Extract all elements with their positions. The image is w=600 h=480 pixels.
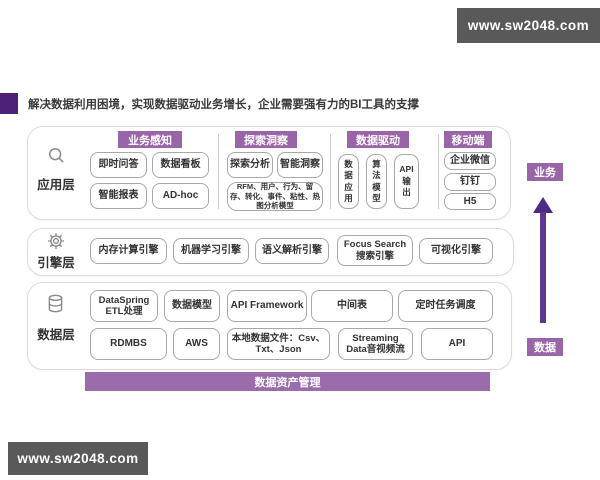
data-box-intermediate-table: 中间表 — [311, 290, 393, 322]
app-box-dingtalk: 钉钉 — [444, 173, 496, 191]
data-box-local-files: 本地数据文件：Csv、 Txt、Json — [227, 328, 330, 360]
app-box-api-output: API 输 出 — [394, 154, 419, 209]
app-box-data-dashboard: 数据看板 — [152, 152, 209, 178]
app-box-algorithm-model: 算 法 模 型 — [366, 154, 387, 209]
gear-icon — [47, 232, 65, 250]
app-box-smart-insight: 智能洞察 — [277, 152, 323, 178]
data-box-aws: AWS — [173, 328, 220, 360]
data-box-api: API — [421, 328, 493, 360]
data-box-data-model: 数据模型 — [164, 290, 220, 322]
app-box-adhoc: AD-hoc — [152, 183, 209, 209]
group-divider-3 — [438, 134, 439, 209]
app-box-instant-qa: 即时问答 — [90, 152, 147, 178]
watermark-top-right: www.sw2048.com — [457, 8, 600, 43]
engine-box-visualization: 可视化引擎 — [419, 238, 493, 264]
data-badge: 数据 — [527, 338, 563, 356]
data-box-streaming-data: Streaming Data音视频流 — [338, 328, 413, 360]
title-accent-square — [0, 93, 18, 114]
application-layer-label: 应用层 — [37, 178, 75, 192]
database-icon — [45, 293, 66, 314]
engine-box-machine-learning: 机器学习引擎 — [173, 238, 249, 264]
group-divider-2 — [330, 134, 331, 209]
group-header-mobile: 移动端 — [444, 131, 492, 148]
engine-box-focus-search: Focus Search 搜索引擎 — [337, 235, 413, 266]
watermark-bottom-left: www.sw2048.com — [8, 442, 148, 475]
group-header-business-perception: 业务感知 — [118, 131, 182, 148]
group-header-exploration-insight: 探索洞察 — [235, 131, 297, 148]
app-box-data-application: 数 据 应 用 — [338, 154, 359, 209]
data-asset-management-bar: 数据资产管理 — [85, 372, 490, 391]
group-header-data-driven: 数据驱动 — [347, 131, 409, 148]
data-box-rdmbs: RDMBS — [90, 328, 167, 360]
data-layer-label: 数据层 — [37, 328, 75, 342]
data-box-api-framework: API Framework — [227, 290, 307, 322]
app-box-analysis-models: RFM、用户、行为、留存、转化、事件、粘性、热图分析模型 — [227, 182, 323, 211]
data-box-dataspring-etl: DataSpring ETL处理 — [90, 290, 158, 322]
app-box-h5: H5 — [444, 193, 496, 210]
up-arrow-icon — [533, 197, 553, 213]
data-box-scheduled-tasks: 定时任务调度 — [398, 290, 493, 322]
group-divider-1 — [218, 134, 219, 209]
up-arrow-shaft — [540, 212, 546, 323]
page-title: 解决数据利用困境，实现数据驱动业务增长，企业需要强有力的BI工具的支撑 — [28, 99, 419, 111]
engine-box-inmemory-compute: 内存计算引擎 — [90, 238, 167, 264]
business-badge: 业务 — [527, 163, 563, 181]
engine-box-semantic-parsing: 语义解析引擎 — [255, 238, 329, 264]
app-box-wecom: 企业微信 — [444, 152, 496, 170]
engine-layer-label: 引擎层 — [37, 256, 75, 270]
app-box-smart-report: 智能报表 — [90, 183, 147, 209]
app-box-exploration-analysis: 探索分析 — [227, 152, 273, 178]
search-icon — [46, 145, 66, 165]
